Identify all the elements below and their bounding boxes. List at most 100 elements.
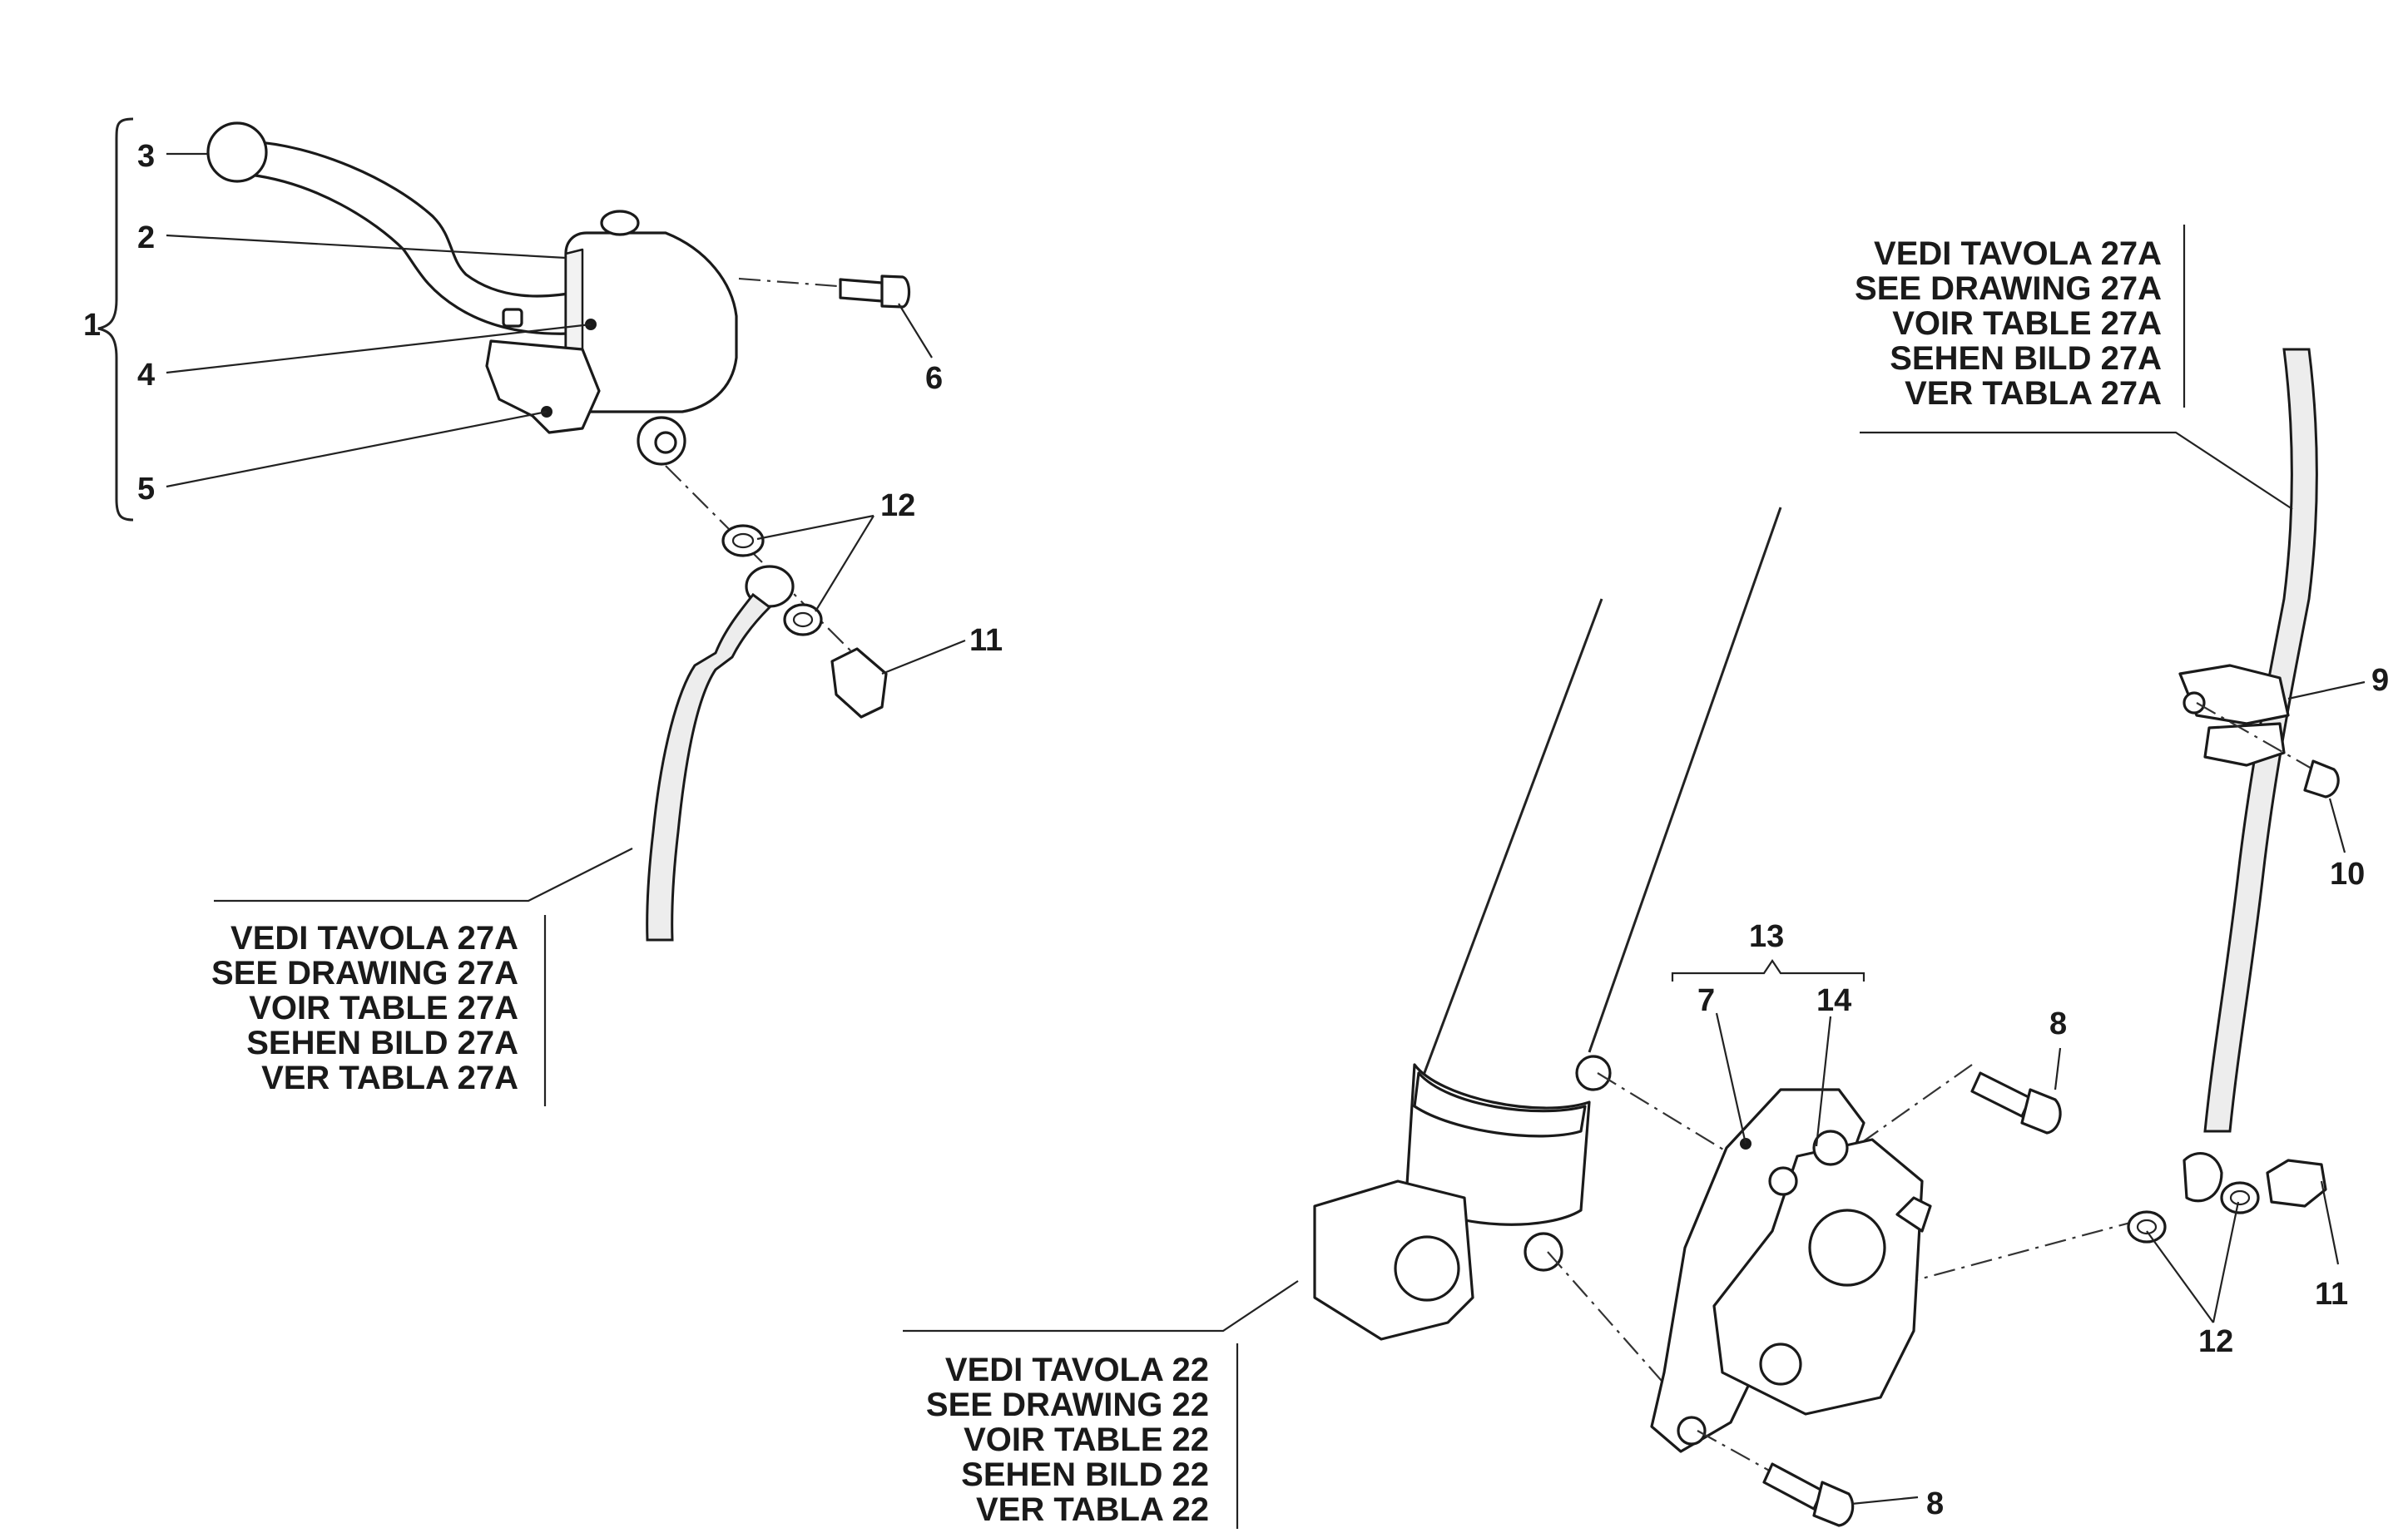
washer-12-lower-a [2127,1210,2167,1244]
bolt-8-lower [1697,1430,1855,1527]
screw-6-head [880,274,911,309]
ref-22-line1: VEDI TAVOLA 22 [945,1352,1209,1388]
fork-dust-seal [1413,1071,1587,1138]
callout-1: 1 [83,308,101,343]
washer-12-upper-a [721,524,765,557]
ref-22-line2: SEE DRAWING 22 [926,1387,1209,1423]
bolt-8-lower-head [1812,1481,1855,1527]
banjo-bolt-11-upper [830,647,888,719]
fork-tube-left-edge [1421,598,1603,1078]
ref-27a-right-line1: VEDI TAVOLA 27A [1874,235,2162,272]
reference-note-27a-left: VEDI TAVOLA 27A SEE DRAWING 27A VOIR TAB… [211,920,518,1096]
leader-13-brace [1671,959,1865,982]
assembly-brace [97,117,134,522]
caliper-body [1712,1138,1924,1416]
banjo-bolt-11-lower [2266,1159,2327,1208]
banjo-hole [654,431,677,454]
axis-line-bolt-8-lower [1697,1430,1773,1473]
washer-12-upper-a-hole [731,532,755,549]
callout-12-lower: 12 [2198,1324,2233,1359]
leader-8-upper [2054,1047,2062,1090]
leader-12-upper [756,514,875,612]
callout-11-upper: 11 [969,623,1003,658]
callout-8-upper: 8 [2049,1006,2067,1041]
bolt-8-upper-head [2020,1088,2062,1135]
callout-6: 6 [925,361,943,396]
brake-lever-assembly [97,117,738,522]
reservoir-cap [600,210,640,236]
washer-12-upper-b [783,603,823,636]
ref-27a-right-line2: SEE DRAWING 27A [1855,270,2162,307]
hose-clamp-9-lower [2203,722,2286,767]
callout-2: 2 [137,220,155,255]
leader-14 [1815,1016,1832,1147]
leader-10 [2328,798,2346,853]
banjo-eye-lower [2183,1152,2223,1203]
ref-27a-right-line5: VER TABLA 27A [1905,375,2162,412]
washer-12-lower-a-hole [2136,1219,2158,1235]
callout-12-upper: 12 [880,488,915,523]
leader-lines [166,152,2366,1529]
leader-4 [166,323,592,374]
screw-6 [738,274,911,309]
washer-12-upper-b-hole [792,611,814,628]
reference-note-27a-right: VEDI TAVOLA 27A SEE DRAWING 27A VOIR TAB… [1855,235,2162,412]
screw-6-shank [839,278,884,303]
ref-22-line5: VER TABLA 22 [976,1491,1209,1528]
bolt-8-upper-shank [1970,1071,2032,1118]
leader-11-lower [2320,1180,2340,1265]
reference-note-22: VEDI TAVOLA 22 SEE DRAWING 22 VOIR TABLE… [926,1352,1209,1528]
ref-27a-left-line2: SEE DRAWING 27A [211,955,518,992]
brake-caliper [1547,1064,2131,1453]
hose-clamp-9-hole [2183,691,2206,715]
leader-ref-27a-right [1860,225,2293,510]
ref-27a-right-line3: VOIR TABLE 27A [1892,305,2162,342]
fork-axle-hole [1394,1235,1460,1302]
ref-22-line4: SEHEN BILD 22 [961,1456,1209,1493]
leader-ref-22 [903,1280,1299,1529]
clamp-bracket [485,339,601,434]
callout-8-lower: 8 [1926,1486,1944,1521]
leader-8-lower [1851,1496,1919,1506]
callout-numbers: 1 2 3 4 5 6 12 11 13 7 14 8 8 9 10 11 12 [83,139,2389,1521]
leader-5 [166,410,547,488]
callout-13: 13 [1749,919,1784,954]
ref-27a-left-line1: VEDI TAVOLA 27A [230,920,518,957]
caliper-mount-hole-bottom [1677,1416,1707,1446]
fork-caliper-mount-top [1575,1055,1612,1091]
callout-3: 3 [137,139,155,174]
leader-11-upper [881,639,966,675]
fork-leg [1313,507,1782,1341]
leader-7 [1715,1012,1747,1145]
caliper-bolt-a [1759,1343,1802,1386]
callout-10: 10 [2330,857,2365,892]
right-brake-hose [2127,348,2340,1244]
bolt-8-lower-shank [1762,1462,1824,1511]
axis-line-hose-caliper [1896,1221,2131,1287]
axis-line-screw-10 [2196,702,2314,770]
leader-12-lower [2146,1201,2240,1323]
axis-line-6 [738,277,850,289]
ref-27a-left-line3: VOIR TABLE 27A [249,990,518,1026]
lever-ball-end [206,121,268,183]
ref-27a-right-line4: SEHEN BILD 27A [1890,340,2162,377]
callout-4: 4 [137,358,155,393]
pivot-bolt [502,308,523,328]
leader-6 [898,303,933,359]
ref-22-line3: VOIR TABLE 22 [964,1422,1209,1458]
washer-12-lower-b [2220,1181,2260,1214]
ref-27a-left-line4: SEHEN BILD 27A [246,1025,518,1061]
caliper-bolt-b [1812,1130,1849,1166]
caliper-piston [1808,1209,1886,1287]
washer-12-lower-b-hole [2229,1189,2251,1206]
callout-11-lower: 11 [2315,1277,2348,1312]
brake-hose-upper [646,592,772,942]
axis-line-banjo-upper [665,465,858,658]
caliper-mount-hole-top [1768,1166,1798,1196]
master-cylinder-body [564,231,738,413]
fork-caliper-mount-bottom [1524,1232,1563,1272]
callout-9: 9 [2371,663,2389,698]
callout-5: 5 [137,472,155,507]
callout-7: 7 [1697,983,1715,1018]
